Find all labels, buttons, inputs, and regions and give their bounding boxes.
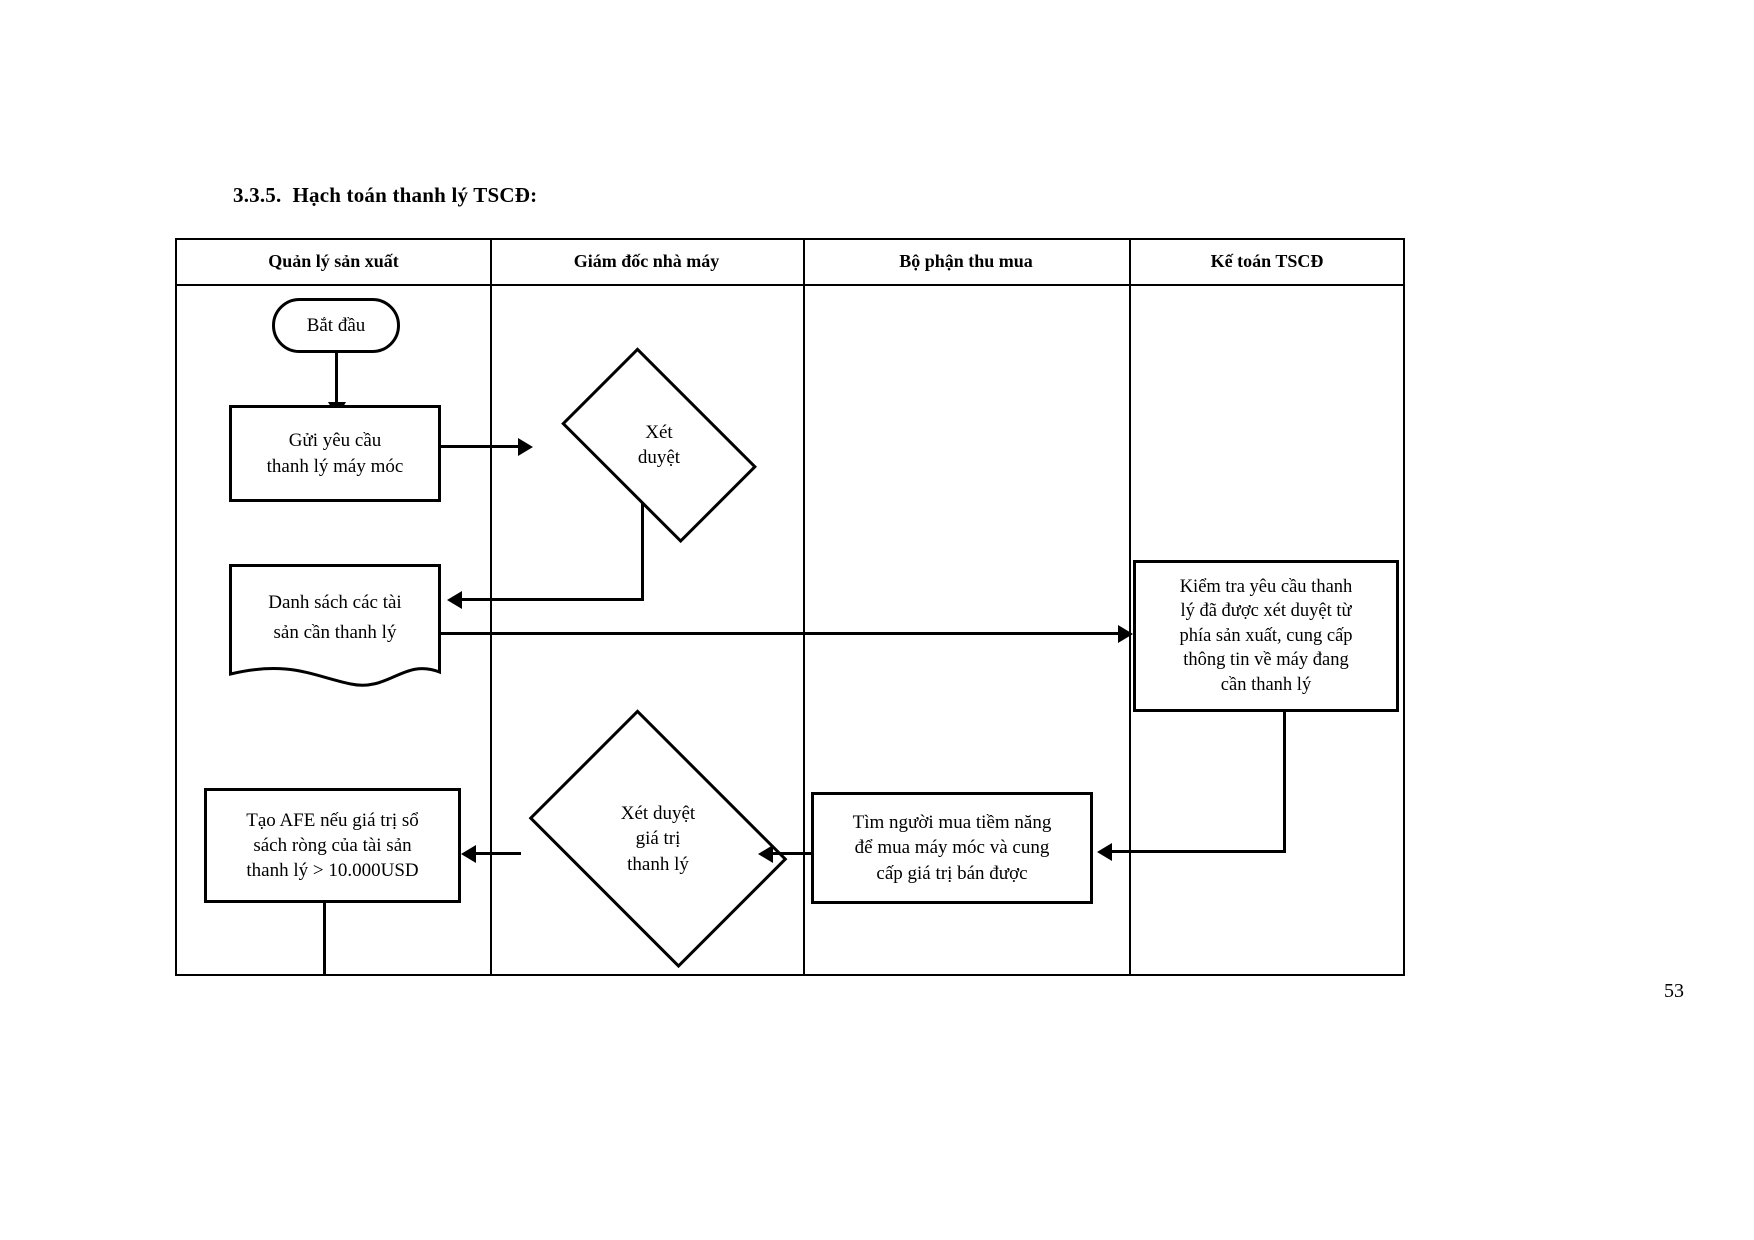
node-send-request-line2: thanh lý máy móc bbox=[266, 455, 404, 477]
node-start-label: Bắt đầu bbox=[306, 314, 366, 336]
swimlane-header-giam-doc-nha-may: Giám đốc nhà máy bbox=[573, 251, 720, 271]
swimlane-header-ke-toan-tscd: Kế toán TSCĐ bbox=[1210, 251, 1324, 271]
edge-check-request-horizontal bbox=[1112, 850, 1286, 853]
node-approve-line1: Xét bbox=[645, 421, 673, 443]
swimlane-header-quan-ly-san-xuat: Quản lý sản xuất bbox=[268, 251, 399, 271]
lane-divider-3 bbox=[1129, 240, 1131, 974]
node-approve-value[interactable]: Xét duyệt giá trị thanh lý bbox=[512, 709, 804, 969]
page-number: 53 bbox=[1664, 980, 1684, 1002]
edge-find-buyer-to-approve-value-arrowhead bbox=[758, 845, 773, 863]
lane-divider-1 bbox=[490, 240, 492, 974]
node-check-request[interactable]: Kiểm tra yêu cầu thanh lý đã được xét du… bbox=[1133, 560, 1399, 712]
edge-send-request-to-approve bbox=[441, 445, 521, 448]
node-approve-value-line2: giá trị bbox=[635, 828, 681, 850]
node-asset-list-line1: Danh sách các tài bbox=[268, 592, 402, 614]
node-approve-value-label: Xét duyệt giá trị thanh lý bbox=[532, 801, 783, 876]
node-find-buyer-line3: cấp giá trị bán được bbox=[876, 862, 1028, 884]
node-create-afe-line2: sách ròng của tài sản bbox=[253, 834, 412, 856]
node-send-request[interactable]: Gửi yêu cầu thanh lý máy móc bbox=[229, 405, 441, 502]
edge-approve-to-asset-list-arrowhead bbox=[447, 591, 462, 609]
section-heading: 3.3.5. Hạch toán thanh lý TSCĐ: bbox=[233, 183, 537, 208]
node-approve-value-line3: thanh lý bbox=[627, 853, 689, 875]
swimlane-header-row bbox=[177, 240, 1403, 286]
node-start[interactable]: Bắt đầu bbox=[272, 298, 400, 353]
edge-check-request-arrowhead bbox=[1097, 843, 1112, 861]
node-approve-value-line1: Xét duyệt bbox=[620, 803, 696, 825]
node-approve-label: Xét duyệt bbox=[560, 420, 758, 470]
node-find-buyer-line1: Tìm người mua tiềm năng bbox=[852, 812, 1052, 834]
section-number: 3.3.5. bbox=[233, 183, 282, 207]
document-shape-outline bbox=[229, 564, 441, 687]
edge-create-afe-continue bbox=[323, 903, 326, 976]
edge-approve-to-asset-list-vertical bbox=[641, 502, 644, 601]
edge-find-buyer-to-approve-value bbox=[773, 852, 813, 855]
node-find-buyer-line2: để mua máy móc và cung bbox=[854, 837, 1050, 859]
edge-approve-value-to-create-afe-arrowhead bbox=[461, 845, 476, 863]
node-create-afe[interactable]: Tạo AFE nếu giá trị sổ sách ròng của tài… bbox=[204, 788, 461, 903]
node-check-request-line4: thông tin về máy đang bbox=[1183, 650, 1349, 671]
node-create-afe-line3: thanh lý > 10.000USD bbox=[246, 860, 419, 882]
edge-approve-value-to-create-afe bbox=[476, 852, 521, 855]
edge-send-request-to-approve-arrowhead bbox=[518, 438, 533, 456]
node-approve-line2: duyệt bbox=[637, 447, 681, 468]
node-send-request-line1: Gửi yêu cầu bbox=[288, 430, 382, 452]
node-check-request-line5: cần thanh lý bbox=[1220, 674, 1312, 695]
node-check-request-line2: lý đã được xét duyệt từ bbox=[1180, 601, 1352, 622]
lane-divider-2 bbox=[803, 240, 805, 974]
node-create-afe-line1: Tạo AFE nếu giá trị sổ bbox=[246, 809, 419, 831]
node-find-buyer[interactable]: Tìm người mua tiềm năng để mua máy móc v… bbox=[811, 792, 1093, 904]
edge-approve-to-asset-list-horizontal bbox=[462, 598, 644, 601]
edge-asset-list-to-check-request bbox=[441, 632, 1121, 635]
swimlane-table: Quản lý sản xuất Giám đốc nhà máy Bộ phậ… bbox=[175, 238, 1405, 976]
swimlane-header-bo-phan-thu-mua: Bộ phận thu mua bbox=[899, 251, 1033, 271]
edge-start-to-send-request bbox=[335, 353, 338, 406]
edge-check-request-vertical bbox=[1283, 712, 1286, 852]
section-title: Hạch toán thanh lý TSCĐ: bbox=[292, 183, 538, 207]
node-check-request-line1: Kiểm tra yêu cầu thanh bbox=[1179, 576, 1353, 597]
node-check-request-line3: phía sản xuất, cung cấp bbox=[1179, 625, 1353, 646]
node-asset-list[interactable]: Danh sách các tài sản cần thanh lý bbox=[229, 564, 441, 689]
edge-asset-list-to-check-request-arrowhead bbox=[1118, 625, 1133, 643]
node-asset-list-line2: sản cần thanh lý bbox=[273, 621, 397, 643]
node-approve[interactable]: Xét duyệt bbox=[544, 347, 774, 543]
